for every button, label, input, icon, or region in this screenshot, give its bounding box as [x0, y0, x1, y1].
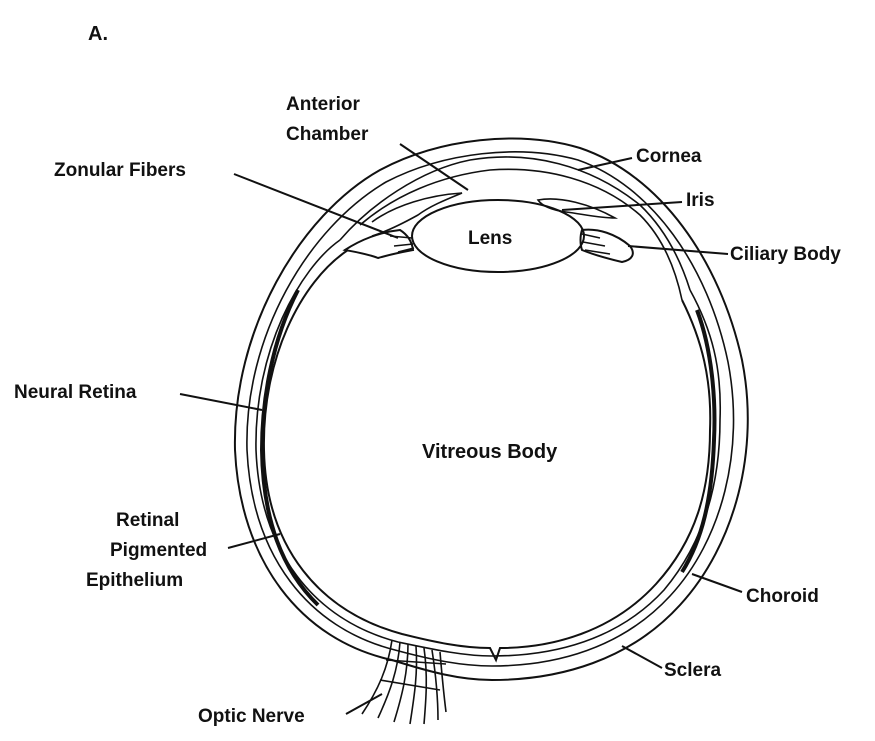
label-cornea: Cornea — [636, 146, 702, 167]
eyeball — [235, 139, 748, 680]
labels: Anterior Chamber Cornea Zonular Fibers I… — [14, 94, 841, 727]
zonules-left — [390, 236, 414, 252]
label-anterior-chamber-line2: Chamber — [286, 124, 369, 145]
rpe-left — [262, 290, 318, 605]
label-ciliary-body: Ciliary Body — [730, 244, 841, 265]
anterior-chamber-line — [360, 169, 682, 300]
zonules-right — [582, 234, 610, 254]
cornea-inner — [340, 157, 690, 290]
label-neural-retina: Neural Retina — [14, 382, 137, 403]
label-optic-nerve: Optic Nerve — [198, 706, 305, 727]
label-sclera: Sclera — [664, 660, 721, 681]
label-anterior-chamber-line1: Anterior — [286, 94, 361, 115]
panel-label: A. — [88, 23, 108, 45]
label-rpe-line3: Epithelium — [86, 570, 183, 591]
label-zonular-fibers: Zonular Fibers — [54, 160, 186, 181]
ciliary-body-right — [581, 230, 633, 262]
label-rpe-line2: Pigmented — [110, 540, 207, 561]
label-rpe-line1: Retinal — [116, 510, 179, 531]
label-lens: Lens — [468, 228, 512, 249]
label-choroid: Choroid — [746, 586, 819, 607]
ciliary-body-left — [345, 230, 413, 258]
label-iris: Iris — [686, 190, 715, 211]
label-vitreous-body: Vitreous Body — [422, 441, 558, 463]
